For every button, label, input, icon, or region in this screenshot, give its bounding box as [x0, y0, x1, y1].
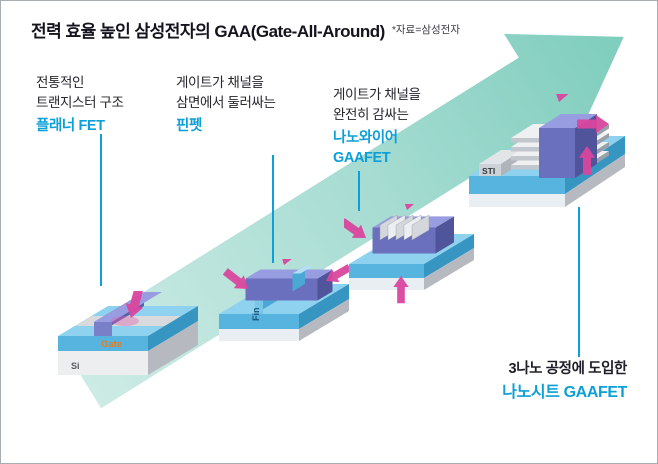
connector-line-finfet [272, 155, 274, 263]
pink-arrow-icon [275, 259, 303, 268]
source-credit: *자료=삼성전자 [391, 24, 460, 36]
pink-arrow-icon [397, 204, 425, 213]
connector-line-nanowire [358, 171, 360, 211]
connector-line-nanosheet [578, 207, 580, 357]
stage-name: 핀펫 [176, 118, 202, 134]
pink-arrow-icon [549, 94, 579, 105]
stage-desc-line: 트랜지스터 구조 [36, 95, 124, 110]
label-nanosheet-gaafet: 3나노 공정에 도입한 나노시트 GAAFET [502, 359, 627, 403]
gate-label: Gate [101, 339, 122, 350]
connector-line-planar [100, 134, 102, 286]
sti-label: STI [482, 166, 495, 176]
fin-label: Fin [251, 308, 261, 322]
stage-desc-line: 완전히 감싸는 [333, 107, 409, 122]
stage-desc-line: 삼면에서 둘러싸는 [176, 95, 276, 110]
growth-arrow-icon [60, 33, 624, 409]
label-nanowire-gaafet: 게이트가 채널을 완전히 감싸는 나노와이어 GAAFET [333, 85, 421, 168]
pink-arrow-icon [344, 214, 371, 245]
stage-name: 플래너 FET [36, 118, 105, 134]
nanosheet-gaafet-illustration: STI [469, 94, 625, 207]
label-planar-fet: 전통적인 트랜지스터 구조 플래너 FET [36, 73, 124, 136]
page-title: 전력 효율 높인 삼성전자의 GAA(Gate-All-Around) [31, 22, 385, 41]
stage-desc-line: 3나노 공정에 도입한 [508, 361, 628, 377]
stage-name: 나노와이어 [333, 130, 398, 146]
stage-desc-line: 게이트가 채널을 [176, 75, 264, 90]
header: 전력 효율 높인 삼성전자의 GAA(Gate-All-Around) *자료=삼… [31, 17, 460, 42]
finfet-illustration: Fin [219, 259, 354, 341]
stage-desc-line: 게이트가 채널을 [333, 87, 421, 102]
nanowire-gaafet-illustration [344, 204, 474, 304]
stage-desc-line: 전통적인 [36, 75, 85, 90]
stage-name: GAAFET [333, 150, 391, 166]
label-finfet: 게이트가 채널을 삼면에서 둘러싸는 핀펫 [176, 73, 276, 136]
stage-name: 나노시트 GAAFET [502, 384, 627, 401]
planar-fet-illustration: Gate Si [58, 291, 198, 375]
si-label: Si [71, 361, 80, 371]
